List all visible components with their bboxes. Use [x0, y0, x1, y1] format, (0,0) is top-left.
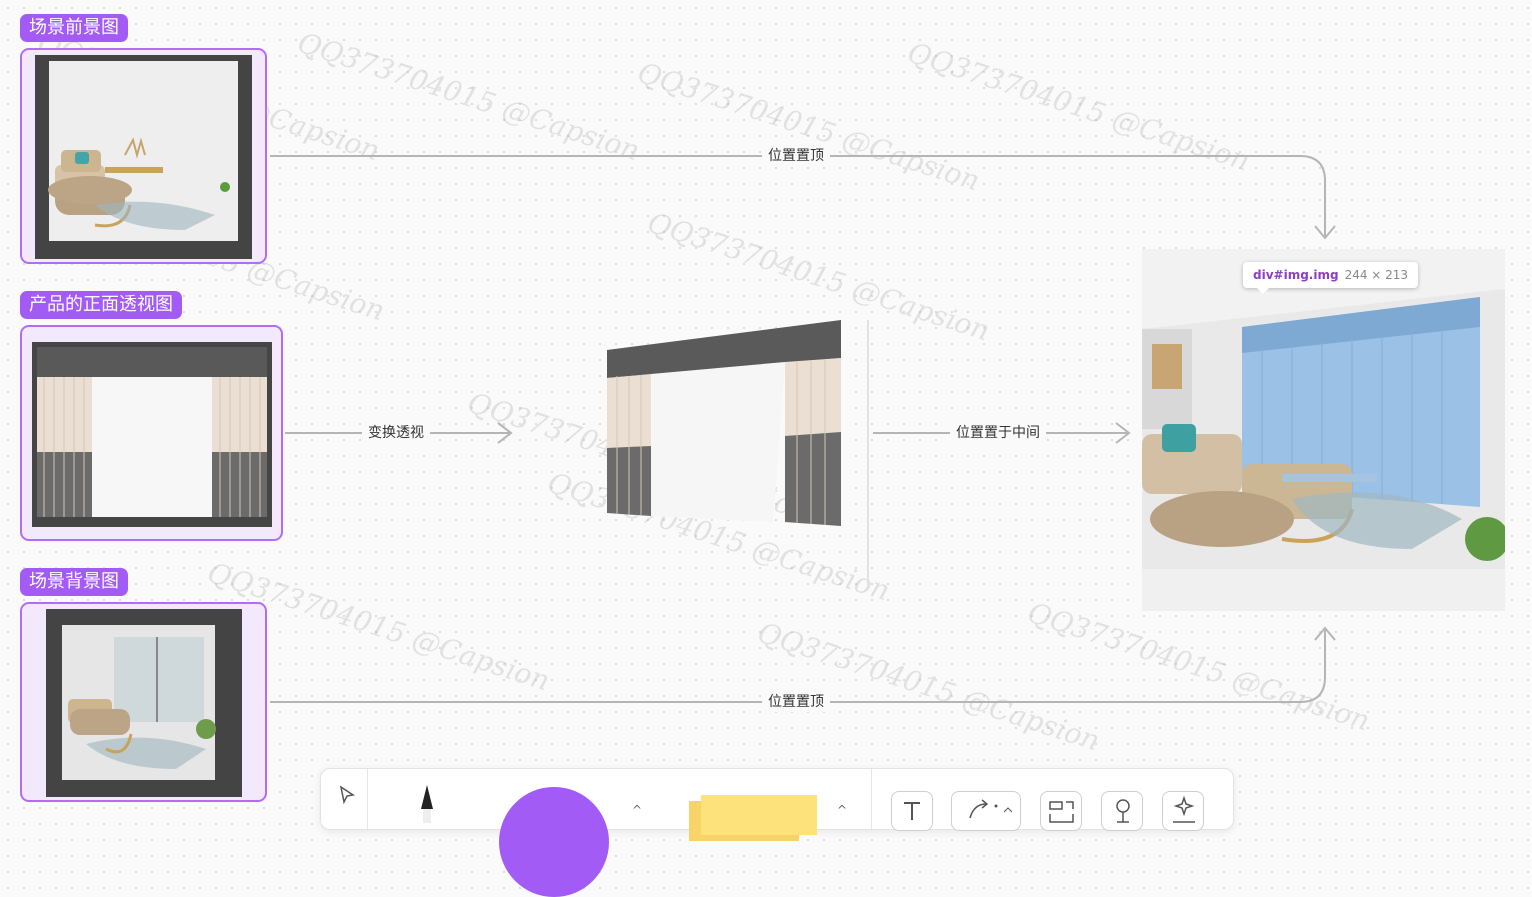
node-foreground[interactable] — [20, 48, 267, 264]
divider — [871, 769, 872, 829]
foreground-image — [35, 55, 252, 259]
ai-icon[interactable] — [1162, 791, 1204, 831]
background-image — [46, 609, 242, 797]
node-tag-background: 场景背景图 — [20, 568, 128, 596]
connector-top-arrow — [1314, 225, 1336, 240]
bottom-toolbar: ^ ^ — [320, 768, 1234, 897]
connector-label-center: 位置置于中间 — [950, 423, 1046, 443]
element-inspector-tooltip: div#img.img 244 × 213 — [1243, 262, 1419, 294]
node-background[interactable] — [20, 602, 267, 802]
color-picker[interactable] — [499, 787, 609, 897]
divider — [367, 769, 368, 829]
connector-label-bottom: 位置置顶 — [762, 692, 830, 712]
pen-icon[interactable] — [415, 783, 439, 823]
node-product[interactable] — [20, 325, 283, 541]
node-tag-product: 产品的正面透视图 — [20, 291, 182, 319]
connector-transform-arrow — [497, 422, 513, 444]
pointer-icon[interactable] — [335, 783, 359, 807]
chevron-up-icon[interactable]: ^ — [632, 803, 643, 817]
frame-icon[interactable] — [1040, 791, 1082, 831]
connector-label-transform: 变换透视 — [362, 423, 430, 443]
tooltip-size: 244 × 213 — [1344, 268, 1409, 282]
product-image — [32, 342, 272, 527]
connector-top — [270, 155, 1326, 236]
tooltip-selector: div#img.img — [1253, 268, 1339, 282]
sticky-note[interactable] — [689, 795, 817, 841]
connector-center-arrow — [1115, 422, 1131, 444]
transformed-product-image[interactable] — [605, 318, 843, 530]
node-tag-foreground: 场景前景图 — [20, 14, 128, 42]
connector-bottom-arrow — [1314, 626, 1336, 641]
chevron-up-icon[interactable]: ^ — [837, 803, 848, 817]
connector-icon[interactable] — [951, 791, 1021, 831]
connector-bottom — [270, 630, 1326, 703]
connector-label-top: 位置置顶 — [762, 146, 830, 166]
location-icon[interactable] — [1101, 791, 1143, 831]
result-image[interactable] — [1142, 249, 1505, 611]
text-icon[interactable] — [891, 791, 933, 831]
